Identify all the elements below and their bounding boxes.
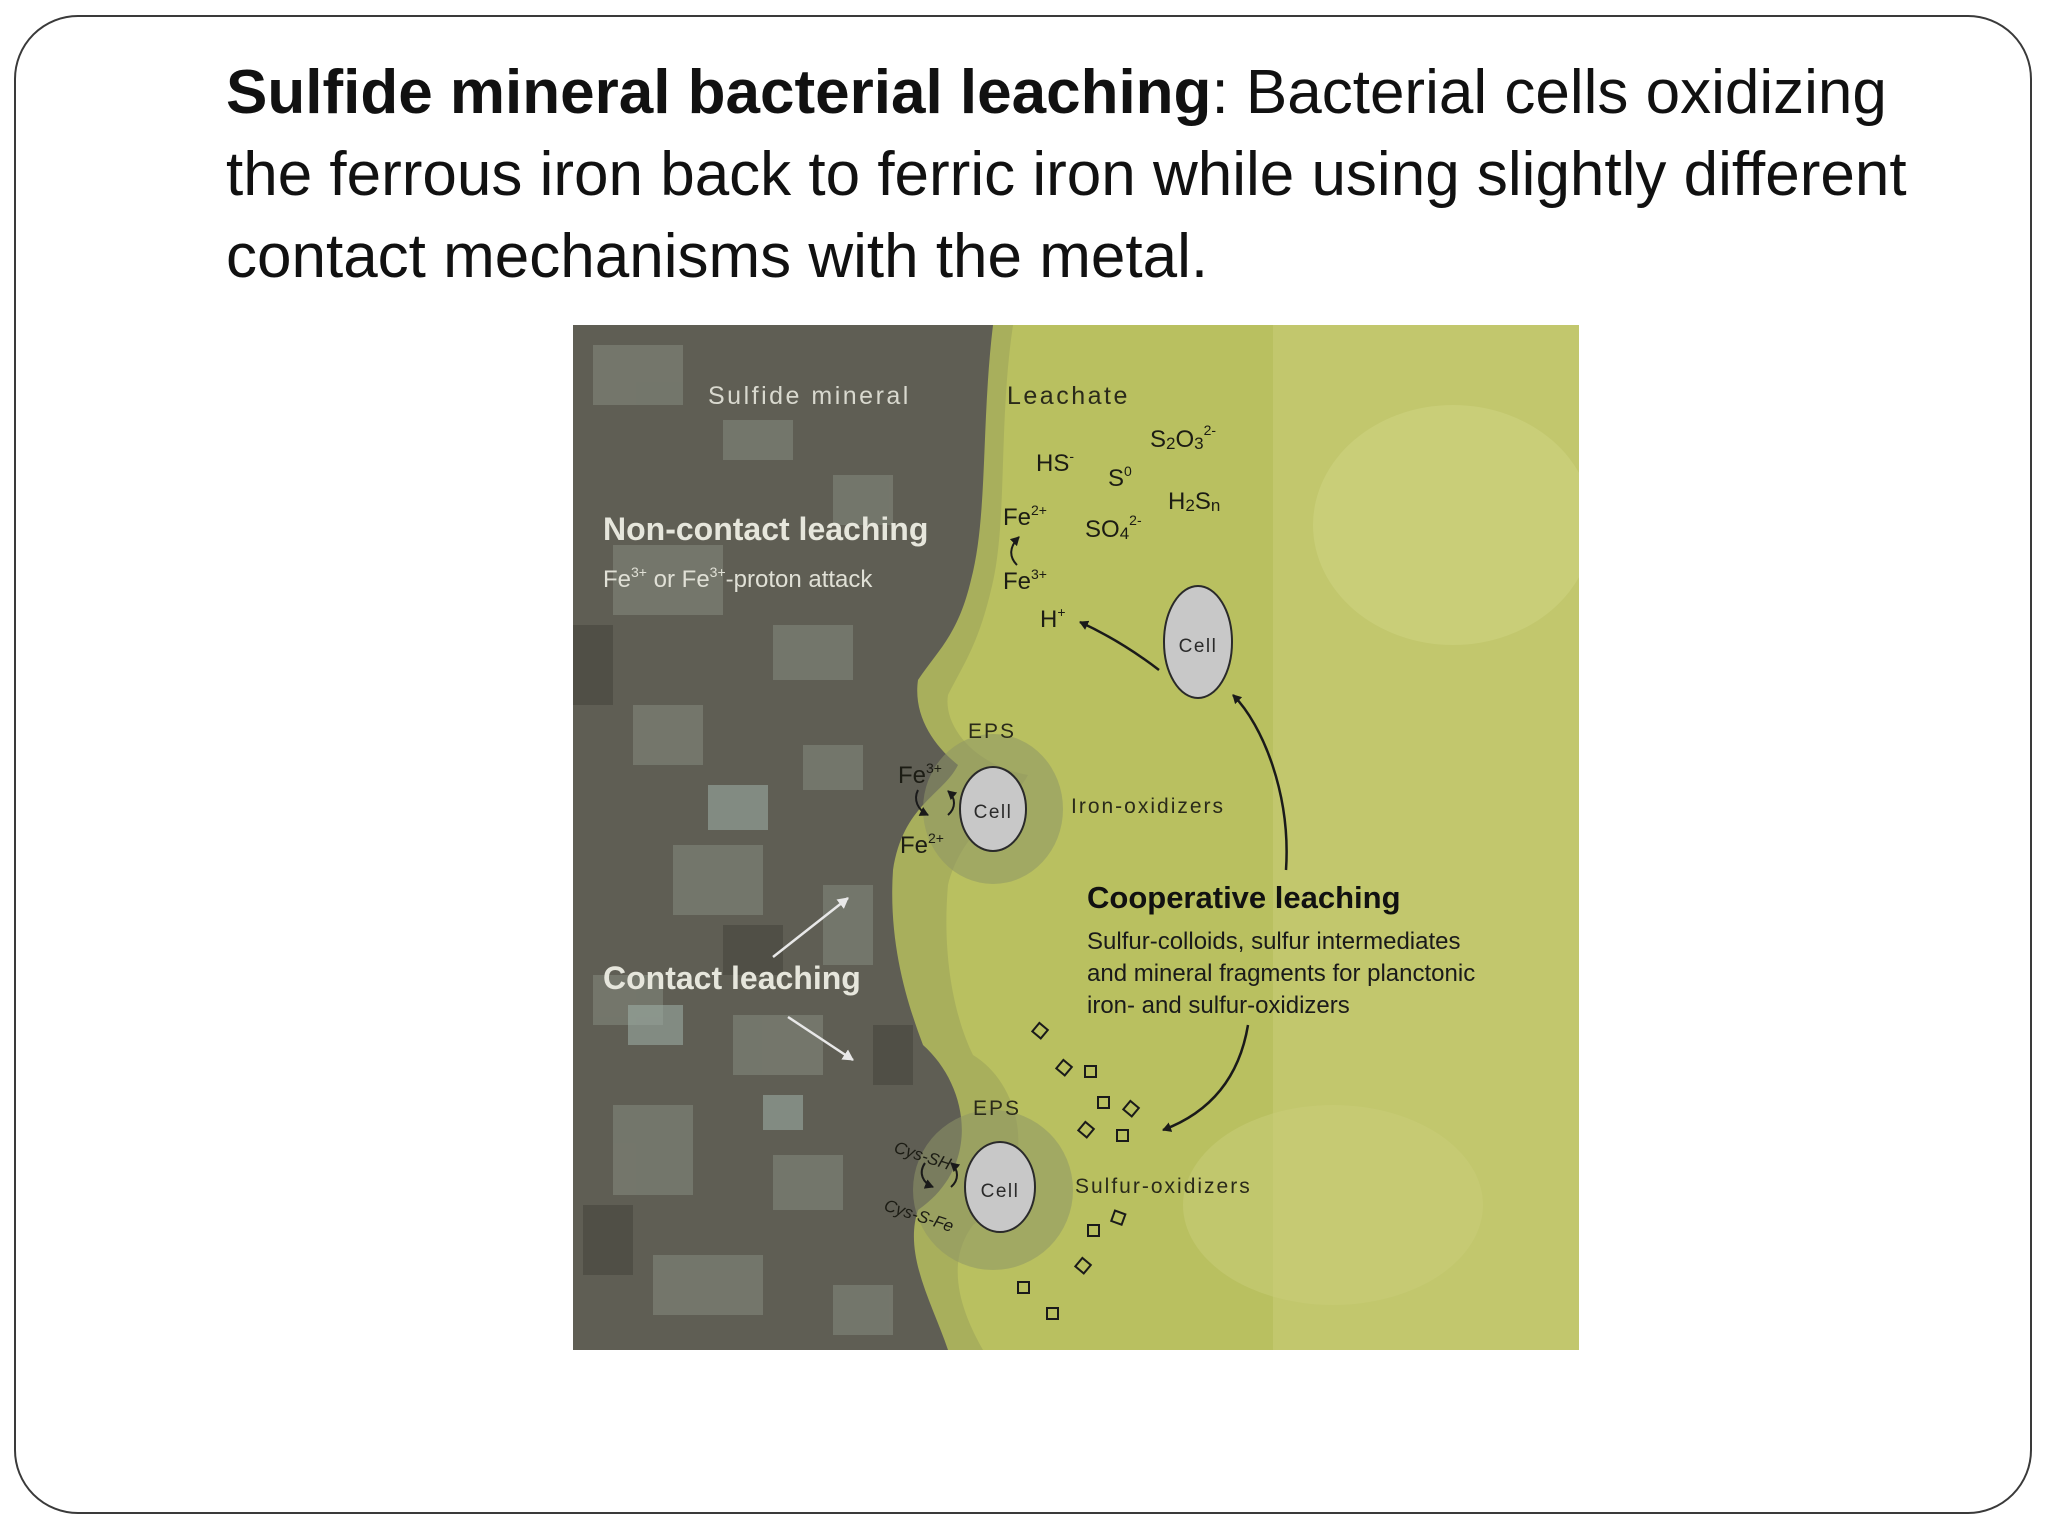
contact-leaching-title: Contact leaching: [603, 960, 861, 996]
leachate-label: Leachate: [1007, 382, 1130, 410]
cooperative-line-1: Sulfur-colloids, sulfur intermediates: [1087, 928, 1461, 955]
sulfide-mineral-label: Sulfide mineral: [708, 382, 911, 410]
planktonic-cell-label: Cell: [1179, 636, 1218, 657]
sulfur-cell-eps-label: EPS: [973, 1097, 1021, 1120]
slide-title: Sulfide mineral bacterial leaching: Bact…: [226, 52, 1926, 298]
cooperative-line-2: and mineral fragments for planctonic: [1087, 960, 1475, 987]
iron-oxidizers-label: Iron-oxidizers: [1071, 795, 1225, 818]
leaching-diagram: Sulfide mineral Leachate HS- S2O32- S0 H…: [573, 325, 1579, 1350]
non-contact-title: Non-contact leaching: [603, 511, 928, 547]
iron-cell-eps-label: EPS: [968, 720, 1016, 743]
slide-title-bold: Sulfide mineral bacterial leaching: [226, 58, 1211, 127]
iron-cell-label: Cell: [974, 802, 1013, 823]
cooperative-line-3: iron- and sulfur-oxidizers: [1087, 992, 1350, 1019]
species-hs: HS-: [1036, 448, 1074, 477]
sulfur-oxidizers-label: Sulfur-oxidizers: [1075, 1175, 1252, 1198]
cooperative-title: Cooperative leaching: [1087, 880, 1401, 915]
sulfur-cell-label: Cell: [981, 1181, 1020, 1202]
